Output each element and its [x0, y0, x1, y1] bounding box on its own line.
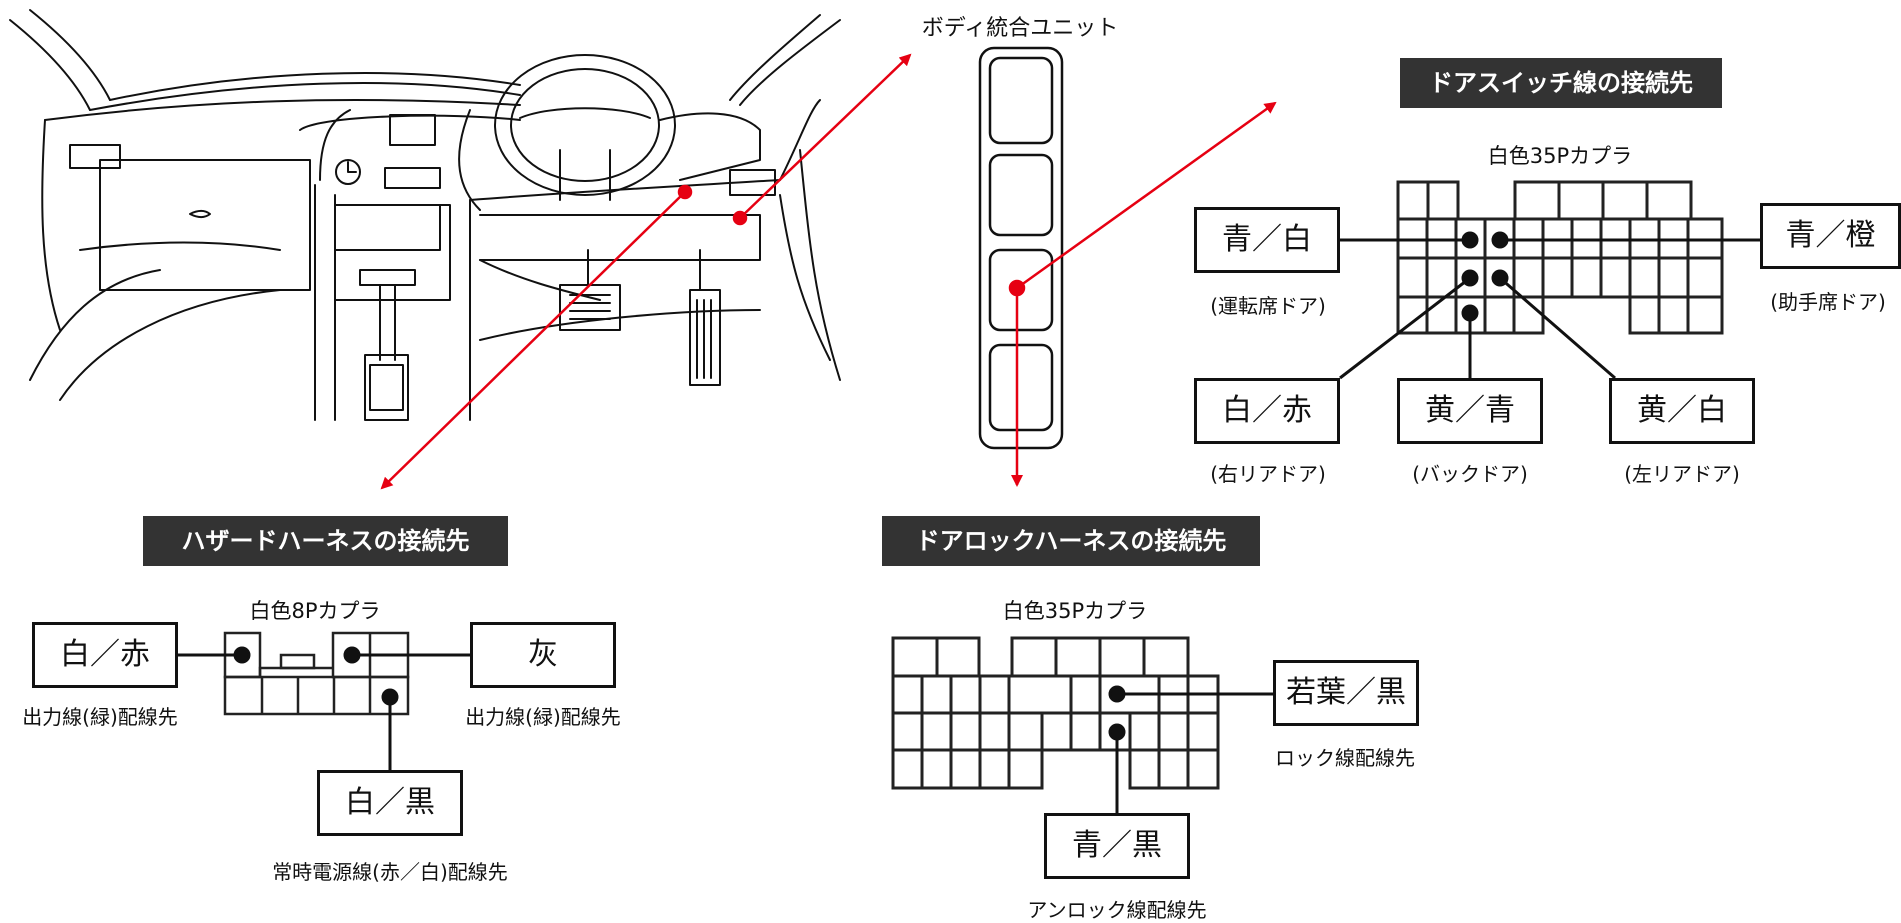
- hazard-leads: [178, 646, 470, 770]
- wire-box-white-red-door: 白／赤: [1194, 378, 1340, 444]
- body-unit-illustration: [978, 46, 1064, 450]
- wire-box-yellow-blue: 黄／青: [1397, 378, 1543, 444]
- door-switch-title: ドアスイッチ線の接続先: [1400, 58, 1722, 108]
- wire-box-white-red-hazard: 白／赤: [32, 622, 178, 688]
- pointer-arrows: [380, 53, 1277, 490]
- door-lock-coupler-label: 白色35Pカプラ: [1002, 599, 1148, 623]
- wire-box-white-black: 白／黒: [317, 770, 463, 836]
- wire-dest-back-door: (バックドア): [1412, 462, 1528, 486]
- wire-box-lightgreen-black: 若葉／黒: [1273, 660, 1419, 726]
- door-switch-leads: [1339, 231, 1760, 380]
- wire-box-gray: 灰: [470, 622, 616, 688]
- wire-dest-left-rear-door: (左リアドア): [1624, 462, 1740, 486]
- wire-dest-unlock: アンロック線配線先: [1027, 898, 1207, 922]
- wire-dest-passenger-door: (助手席ドア): [1770, 290, 1886, 314]
- wire-dest-lock: ロック線配線先: [1275, 746, 1415, 770]
- door-switch-coupler: [1396, 180, 1724, 335]
- wire-dest-output-left: 出力線(緑)配線先: [22, 705, 178, 729]
- wire-dest-output-right: 出力線(緑)配線先: [465, 705, 621, 729]
- wire-dest-right-rear-door: (右リアドア): [1210, 462, 1326, 486]
- hazard-title: ハザードハーネスの接続先: [143, 516, 508, 566]
- door-lock-title: ドアロックハーネスの接続先: [882, 516, 1260, 566]
- door-switch-coupler-label: 白色35Pカプラ: [1487, 144, 1633, 168]
- wire-box-blue-black: 青／黒: [1044, 813, 1190, 879]
- wire-dest-driver-door: (運転席ドア): [1210, 294, 1326, 318]
- wire-box-blue-orange: 青／橙: [1760, 203, 1901, 269]
- wire-box-yellow-white: 黄／白: [1609, 378, 1755, 444]
- wire-box-blue-white: 青／白: [1194, 207, 1340, 273]
- wire-dest-constant-power: 常時電源線(赤／白)配線先: [272, 860, 508, 884]
- body-unit-label: ボディ統合ユニット: [921, 16, 1119, 41]
- hazard-coupler-label: 白色8Pカプラ: [249, 599, 381, 623]
- door-lock-coupler: [891, 636, 1220, 790]
- hazard-coupler: [223, 631, 410, 716]
- dashboard-illustration: [9, 9, 841, 421]
